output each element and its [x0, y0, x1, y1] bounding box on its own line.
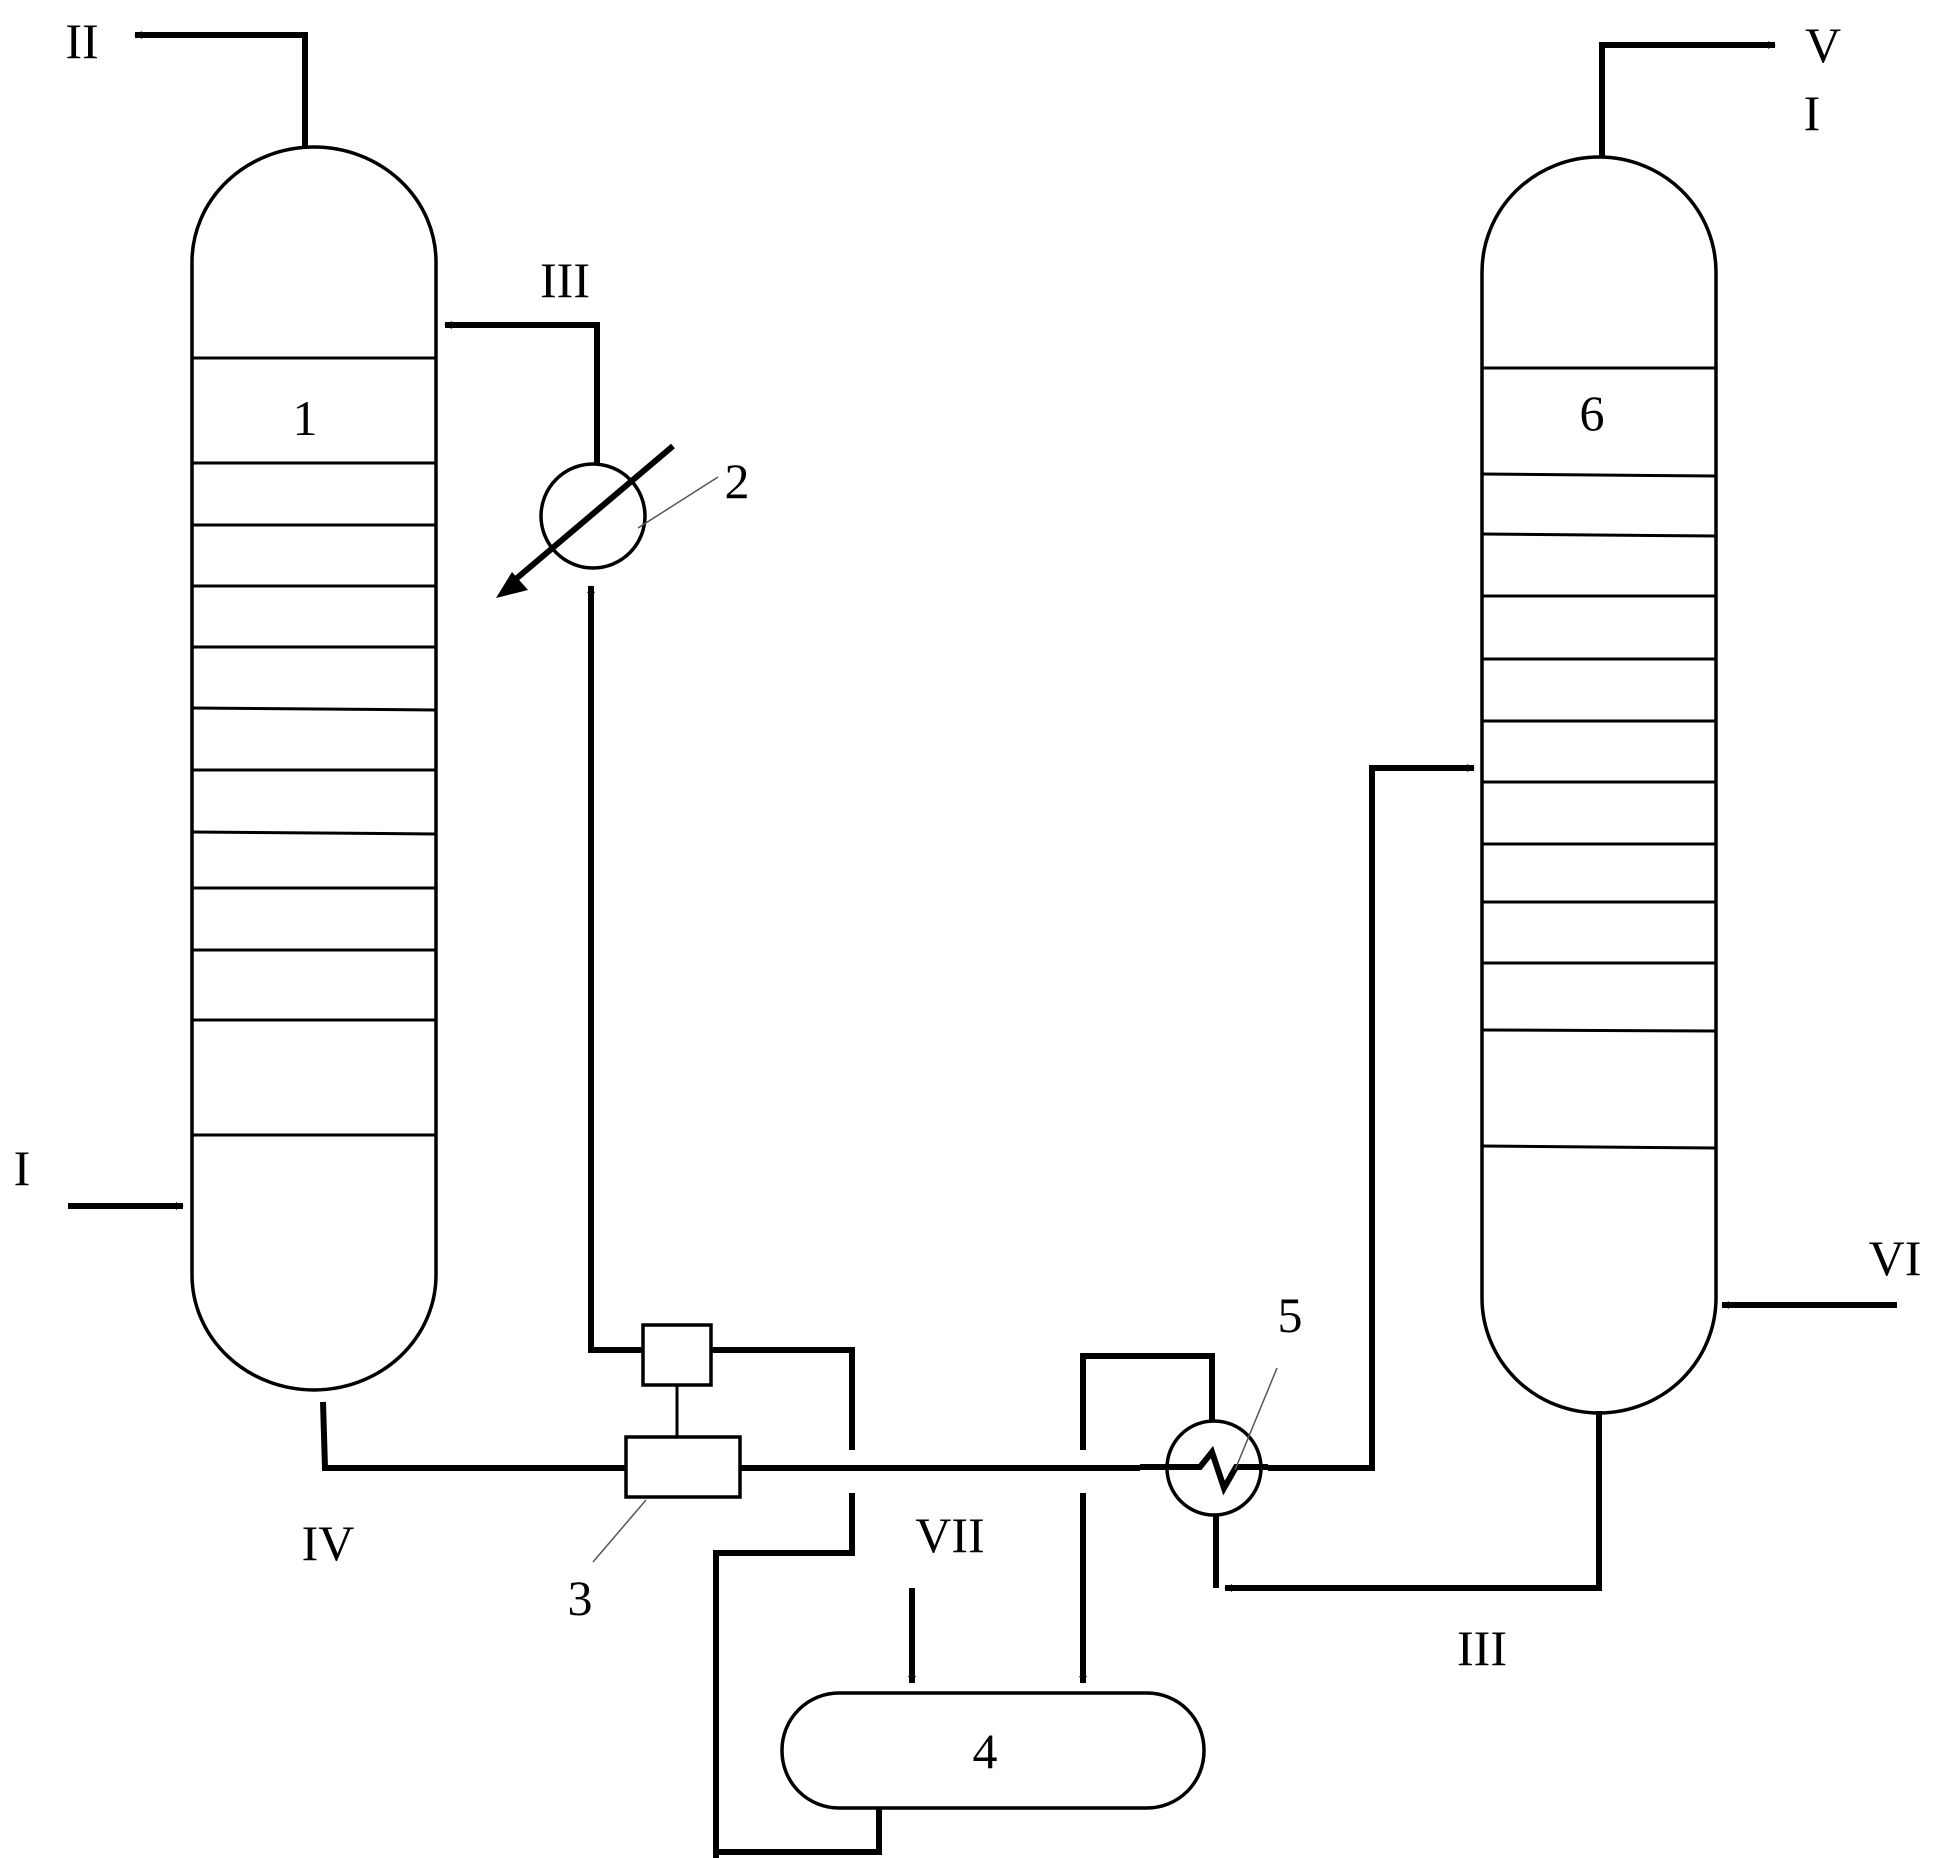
pump-3-body	[624, 1435, 742, 1499]
condenser-2-label: 2	[725, 453, 750, 509]
heater-5-leader	[1234, 1367, 1278, 1471]
bottoms-iv-line	[320, 1401, 626, 1471]
heater-to-column-6-line	[1268, 764, 1475, 1471]
stream-label-ii: II	[65, 13, 98, 69]
pump-3-leader	[592, 1499, 647, 1563]
drum-4-label: 4	[973, 1723, 998, 1779]
pipelines	[68, 31, 1897, 1858]
column-1-trays	[191, 356, 437, 1137]
stream-label-vii: VII	[915, 1507, 984, 1563]
return-iii-line	[1224, 1411, 1602, 1592]
heater-5-label: 5	[1278, 1287, 1303, 1343]
motor-line-upper	[711, 1347, 855, 1450]
stream-label-i-top: I	[1804, 85, 1821, 141]
overhead-v-line	[1599, 41, 1776, 157]
column-6-label: 6	[1580, 385, 1605, 441]
column-1: 1	[190, 145, 438, 1392]
drum-4-shell	[780, 1691, 1206, 1810]
drum-4: 4	[780, 1691, 1206, 1810]
pump-3-label: 3	[568, 1570, 593, 1626]
condenser-2-leader	[637, 476, 719, 529]
column-6-trays	[1481, 366, 1717, 1150]
stream-label-vi: VI	[1869, 1230, 1922, 1286]
condenser-2: 2	[496, 443, 750, 598]
heater-top-loop	[1080, 1353, 1215, 1450]
stream-label-iii-reflux: III	[540, 252, 590, 308]
stream-label-iv: IV	[302, 1515, 355, 1571]
stream-label-iii-return: III	[1457, 1620, 1507, 1676]
column-1-shell	[190, 145, 438, 1392]
heater-5: 5	[1140, 1287, 1303, 1517]
coolant-arrowhead	[496, 572, 528, 598]
stream-label-v: V	[1805, 17, 1841, 73]
pump-3-motor	[641, 1323, 713, 1387]
stream-labels: II V I III I IV VII III VI	[14, 13, 1922, 1676]
reflux-iii-line	[444, 321, 600, 464]
stream-label-i-feed: I	[14, 1140, 31, 1196]
pump-to-condenser-line	[587, 585, 643, 1353]
heater-5-coil	[1140, 1445, 1268, 1496]
coolant-line	[508, 443, 675, 587]
drum-bottom-line	[716, 1808, 882, 1855]
motor-line-lower	[713, 1493, 855, 1858]
column-1-label: 1	[293, 390, 318, 446]
column-6-shell	[1480, 155, 1718, 1415]
column-6: 6	[1480, 155, 1718, 1415]
overhead-ii-line	[134, 31, 308, 147]
